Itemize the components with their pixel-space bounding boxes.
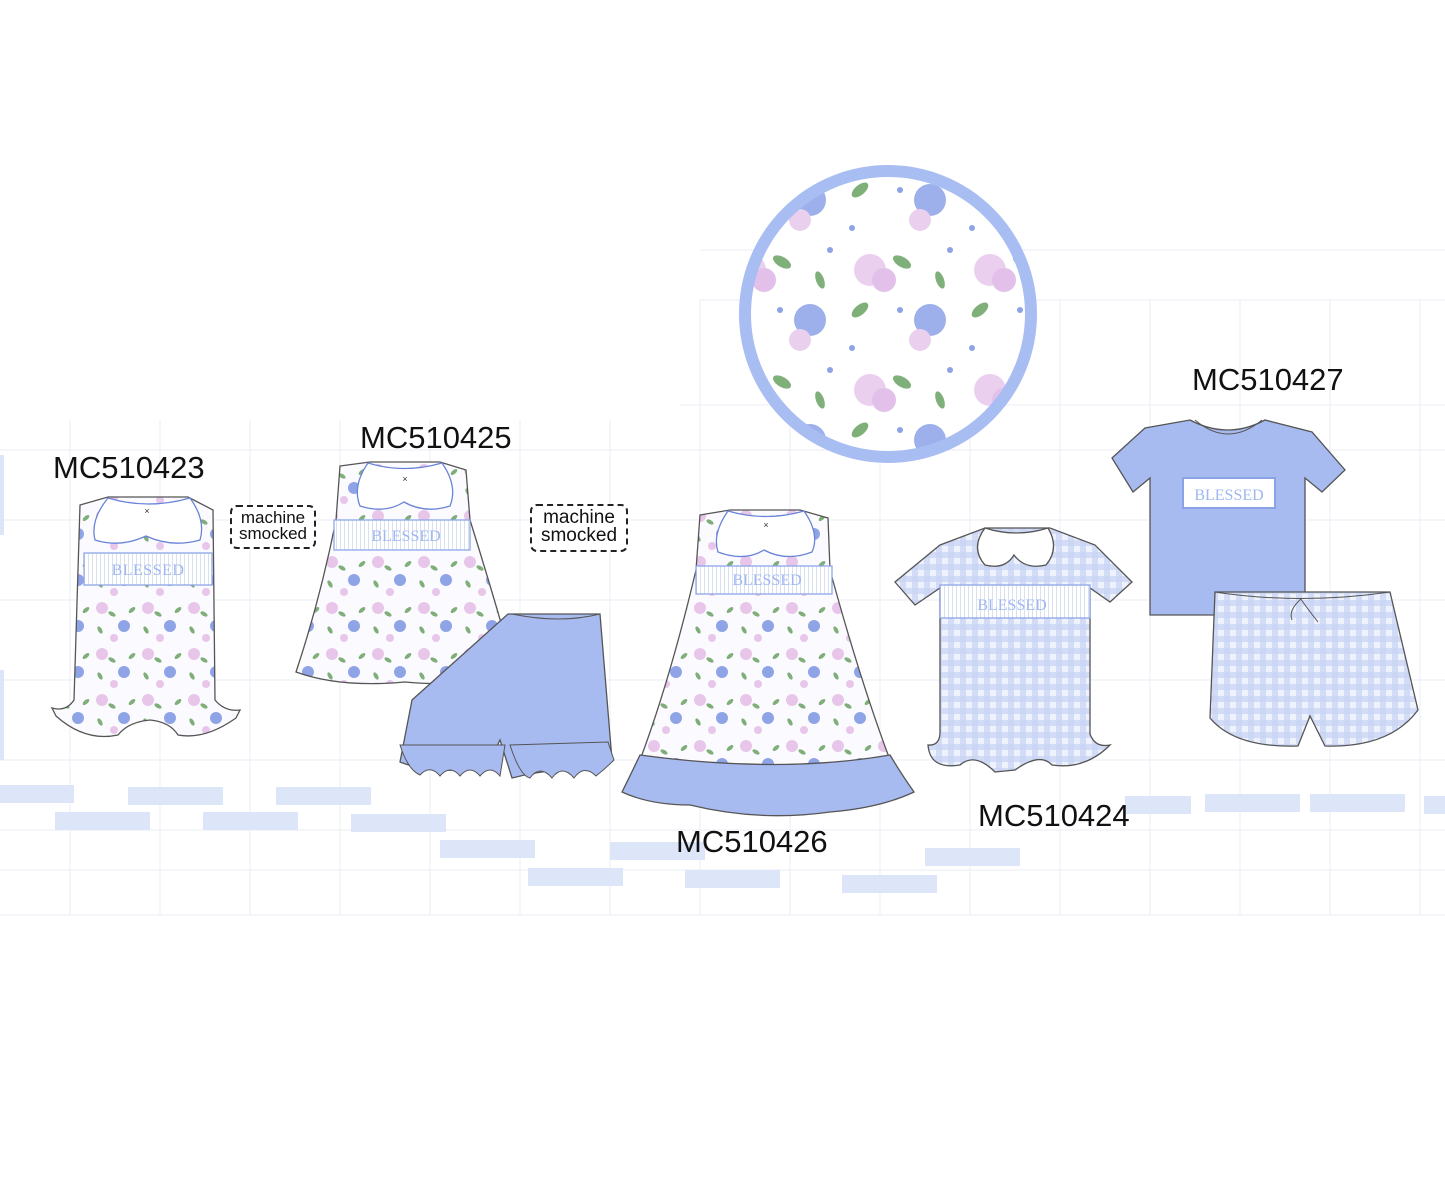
product-code-label: MC510427 bbox=[1192, 362, 1344, 397]
ruffle-dress-mc510426: BLESSED × bbox=[621, 509, 915, 817]
tag-line: smocked bbox=[540, 525, 618, 546]
smock-text: BLESSED bbox=[1194, 487, 1263, 504]
svg-text:×: × bbox=[402, 474, 407, 484]
tag-line: machine bbox=[543, 507, 615, 528]
smock-text: BLESSED bbox=[112, 562, 185, 579]
svg-text:×: × bbox=[144, 506, 149, 516]
product-code-label: MC510424 bbox=[978, 798, 1130, 833]
machine-smocked-tag: machine smocked bbox=[530, 504, 628, 552]
product-code-label: MC510423 bbox=[53, 450, 205, 485]
floral-print-swatch bbox=[739, 165, 1037, 463]
machine-smocked-tag: machine smocked bbox=[230, 505, 316, 549]
product-code-label: MC510425 bbox=[360, 420, 512, 455]
gingham-romper-mc510424: BLESSED bbox=[894, 527, 1133, 773]
tee-mc510427: BLESSED bbox=[1111, 419, 1346, 616]
tunic-top-mc510425: BLESSED × bbox=[295, 461, 516, 685]
tag-line: smocked bbox=[238, 524, 308, 543]
ruffle-shorts-mc510425 bbox=[399, 613, 615, 779]
smock-text: BLESSED bbox=[977, 597, 1046, 614]
svg-text:×: × bbox=[763, 520, 768, 530]
product-code-label: MC510426 bbox=[676, 824, 828, 859]
gingham-shorts-mc510427 bbox=[1209, 591, 1419, 747]
decorative-bars bbox=[0, 455, 1445, 893]
smock-text: BLESSED bbox=[371, 528, 440, 545]
smock-text: BLESSED bbox=[732, 572, 801, 589]
tag-line: machine bbox=[240, 508, 306, 527]
romper-mc510423: BLESSED × bbox=[50, 496, 242, 738]
